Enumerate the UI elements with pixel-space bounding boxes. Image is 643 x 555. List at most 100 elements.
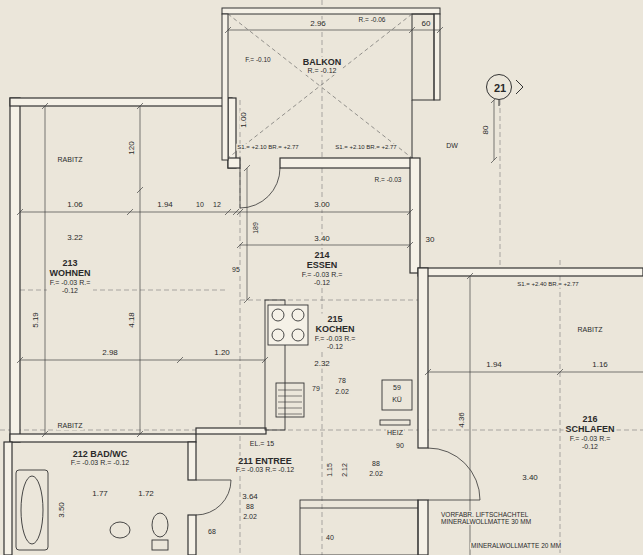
- dimension-line: [491, 97, 497, 163]
- door-swing: [196, 480, 231, 515]
- kitchen-fixture: [380, 420, 410, 425]
- label-holder: 4.36: [458, 411, 467, 429]
- wall: [418, 268, 643, 276]
- door-swing: [428, 500, 480, 501]
- text-block: 212 BAD/WCF.= -0.03 R.= -0.12: [70, 449, 130, 467]
- kitchen-fixture: [382, 380, 412, 410]
- wall: [228, 158, 240, 168]
- wall: [196, 428, 266, 434]
- dimension-text: 2.12: [341, 462, 349, 478]
- text-block: 216 SCHLAFENF.= -0.03 R.= -0.12: [564, 414, 617, 451]
- dimension-line: [17, 209, 413, 215]
- text-block: 215 KOCHENF.= -0.03 R.= -0.12: [312, 314, 358, 351]
- label-holder: 1.77: [91, 490, 109, 499]
- dimension-text: 2.96: [309, 20, 327, 29]
- balcony-railing: [222, 8, 440, 160]
- label-holder: F.= -0.10: [244, 56, 271, 63]
- plan-note: MINERALWOLLMATTE 20 MM: [470, 542, 562, 549]
- lift-shaft: [300, 500, 418, 555]
- grid-line: [240, 100, 241, 555]
- dimension-line: [247, 168, 248, 300]
- room-name: 213 WOHNEN: [47, 258, 93, 279]
- axis-marker: 21: [486, 74, 512, 100]
- room-name: 214 ESSEN: [299, 250, 345, 271]
- label-holder: 1.00: [240, 111, 249, 129]
- dimension-text: 1.94: [156, 201, 174, 210]
- dimension-text: 2.98: [101, 349, 119, 358]
- dimension-text: 2.02: [368, 470, 384, 478]
- grid-line: [500, 100, 501, 270]
- label-holder: 12: [212, 201, 222, 209]
- dimension-text: 79: [311, 385, 321, 393]
- dimension-text: 4.36: [458, 411, 467, 429]
- level-note: F.= -0.03 R.= -0.12: [235, 466, 295, 474]
- room-name: 215 KOCHEN: [312, 314, 358, 335]
- dimension-text: 88: [371, 460, 381, 468]
- label-holder: S1.= +2.10 BR.= +2.77: [236, 144, 299, 151]
- dimension-line: [425, 369, 563, 375]
- dimension-line: [17, 27, 643, 555]
- dimension-text: 3.40: [313, 235, 331, 244]
- plan-note: EL.= 15: [249, 440, 275, 448]
- door-swing: [240, 168, 280, 208]
- label-holder: 59: [392, 384, 402, 392]
- dimension-text: 2.02: [334, 388, 350, 396]
- room-name: 212 BAD/WC: [70, 449, 130, 459]
- level-note: F.= -0.03 R.= -0.12: [312, 334, 358, 350]
- label-holder: MINERALWOLLMATTE 20 MM: [470, 542, 562, 549]
- balcony-railing: [222, 8, 440, 14]
- lift-shaft: [300, 500, 418, 555]
- wall: [188, 442, 196, 480]
- label-holder: HEIZ: [386, 429, 404, 437]
- label-holder: 1.06: [66, 201, 84, 210]
- text-block: 213 WOHNENF.= -0.03 R.= -0.12: [47, 258, 93, 295]
- label-holder: 79: [311, 385, 321, 393]
- label-holder: DW: [445, 142, 459, 150]
- dimension-line: [17, 357, 268, 363]
- label-holder: 1.15: [326, 462, 334, 478]
- balcony-railing: [222, 14, 228, 160]
- dimension-line: [225, 27, 443, 33]
- wall: [10, 98, 20, 442]
- dimension-text: 1.20: [213, 349, 231, 358]
- label-holder: 88: [245, 503, 255, 511]
- plan-note: VORFABR. LIFTSCHACHTEL MINERALWOLLMATTE …: [440, 511, 544, 525]
- dimension-line: [228, 30, 440, 31]
- label-holder: 189: [252, 221, 260, 235]
- label-holder: 1.94: [485, 361, 503, 370]
- label-holder: 88: [371, 460, 381, 468]
- plan-note: F.= -0.10: [244, 56, 271, 63]
- dimension-line: [244, 165, 250, 303]
- label-holder: 2.32: [313, 360, 331, 369]
- label-holder: S1.= +2.10 BR.= +2.77: [334, 144, 397, 151]
- lift-shaft: [300, 508, 418, 509]
- label-holder: 1.16: [591, 361, 609, 370]
- dimension-text: 2.32: [313, 360, 331, 369]
- dimension-text: 1.16: [591, 361, 609, 370]
- plan-note: DW: [445, 142, 459, 150]
- dimension-text: 80: [482, 125, 491, 136]
- dimension-text: 90: [395, 442, 405, 450]
- label-holder: 3.00: [313, 201, 331, 210]
- plan-note: RABITZ: [57, 156, 84, 164]
- label-holder: R.= -0.06: [358, 16, 387, 23]
- wall: [188, 515, 196, 555]
- label-holder: 30: [425, 236, 436, 245]
- label-holder: EL.= 15: [249, 440, 275, 448]
- label-holder: 90: [395, 442, 405, 450]
- plan-note: S1.= +2.10 BR.= +2.77: [236, 144, 299, 151]
- door-swing: [240, 168, 241, 208]
- dimension-text: 95: [231, 266, 241, 274]
- level-note: F.= -0.03 R.= -0.12: [299, 270, 345, 286]
- balcony-railing: [412, 14, 434, 100]
- wall: [410, 158, 420, 273]
- level-note: F.= -0.03 R.= -0.12: [70, 459, 130, 467]
- plan-note: R.= -0.06: [358, 16, 387, 23]
- dimension-text: 3.22: [66, 234, 84, 243]
- text-block: 21: [493, 82, 507, 95]
- balcony-slope-mark: [228, 14, 412, 158]
- room-area: BALKONR.= -0.12: [228, 14, 412, 158]
- wall: [418, 500, 428, 555]
- kitchen-fixture: [268, 305, 308, 345]
